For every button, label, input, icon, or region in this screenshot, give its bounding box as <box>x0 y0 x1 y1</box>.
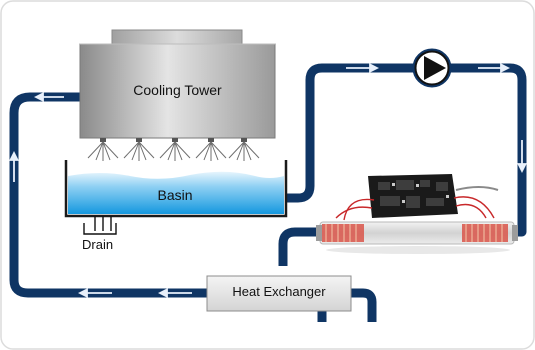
flow-arrow-icon <box>33 92 64 102</box>
spray-nozzles <box>87 138 260 161</box>
pump-icon <box>412 48 452 88</box>
basin-label: Basin <box>157 187 193 203</box>
pipe-left-loop <box>9 92 207 298</box>
flow-arrows <box>9 63 527 298</box>
spray-nozzle-icon <box>195 138 227 161</box>
pipe-supply-loop <box>286 63 527 237</box>
cooling-tower <box>79 29 276 139</box>
drain-label: Drain <box>82 237 114 252</box>
flow-arrow-icon <box>9 150 19 182</box>
spray-nozzle-icon <box>228 138 260 161</box>
flow-arrow-icon <box>478 63 511 73</box>
flow-arrow-icon <box>346 63 380 73</box>
heat-exchanger-label: Heat Exchanger <box>232 284 326 299</box>
spray-nozzle-icon <box>159 138 191 161</box>
pipe-network <box>9 63 527 322</box>
flow-arrow-icon <box>517 140 527 174</box>
drain-pipes <box>83 216 117 235</box>
cooling-tower-label: Cooling Tower <box>133 82 222 98</box>
heat-exchanger <box>206 275 352 312</box>
spray-nozzle-icon <box>87 138 119 161</box>
spray-nozzle-icon <box>123 138 155 161</box>
flow-arrow-icon <box>77 288 112 298</box>
basin <box>64 160 288 218</box>
flow-arrow-icon <box>157 288 192 298</box>
pipe-hx-outlet <box>351 288 377 322</box>
pipe-heater-return <box>278 227 322 266</box>
heater-board-icon <box>316 174 518 254</box>
